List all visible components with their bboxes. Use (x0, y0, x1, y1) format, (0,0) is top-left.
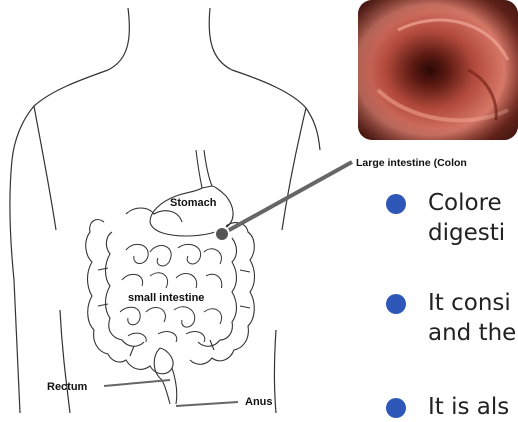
bullet-2-line-1: It consi (428, 288, 516, 318)
esophagus (196, 150, 202, 188)
bullet-1-line-2: digesti (428, 218, 505, 248)
bullet-2-line-2: and the (428, 318, 516, 348)
bullet-3: It is als (386, 392, 509, 422)
shoulder-left (12, 70, 108, 160)
pointer-dot (215, 227, 229, 241)
leader-lines (104, 380, 238, 406)
coil-1 (126, 244, 171, 266)
bullet-1-line-1: Colore (428, 188, 505, 218)
bullet-dot (386, 194, 406, 214)
bullet-1: Colore digesti (386, 188, 505, 248)
rectum-curve (154, 348, 177, 404)
coil-4 (120, 307, 222, 327)
bullet-2: It consi and the (386, 288, 516, 348)
shoulder-right (232, 70, 320, 150)
hip-left (60, 310, 70, 413)
bullet-text: Colore digesti (428, 188, 505, 248)
esophagus-2 (204, 150, 212, 186)
hip-right (275, 330, 277, 413)
anus-leader (176, 402, 238, 406)
anus-label: Anus (245, 396, 273, 408)
coil-5 (128, 332, 205, 342)
bullet-text: It is als (428, 392, 509, 422)
rectum-leader (104, 380, 170, 386)
bullet-dot (386, 398, 406, 418)
rectum-label: Rectum (47, 381, 88, 393)
bullet-dot (386, 294, 406, 314)
torso-right (282, 108, 306, 230)
torso-left (34, 106, 56, 230)
small-intestine-label: small intestine (128, 292, 204, 304)
bullet-text: It consi and the (428, 288, 516, 348)
digestive-system-slide: Stomach small intestine Rectum Anus Larg… (0, 0, 518, 413)
colonoscopy-photo (358, 0, 518, 140)
arm-left (10, 160, 20, 413)
neck-right (209, 8, 232, 70)
large-intestine-pointer (222, 162, 352, 234)
photo-vignette (358, 0, 518, 140)
neck-left (108, 8, 129, 70)
stomach-label: Stomach (170, 197, 217, 209)
stomach (150, 150, 233, 236)
coil-2 (178, 244, 221, 264)
large-intestine-label: Large intestine (Colon (356, 157, 467, 169)
bullet-3-line-1: It is als (428, 392, 509, 422)
colon-haustra (98, 268, 250, 356)
